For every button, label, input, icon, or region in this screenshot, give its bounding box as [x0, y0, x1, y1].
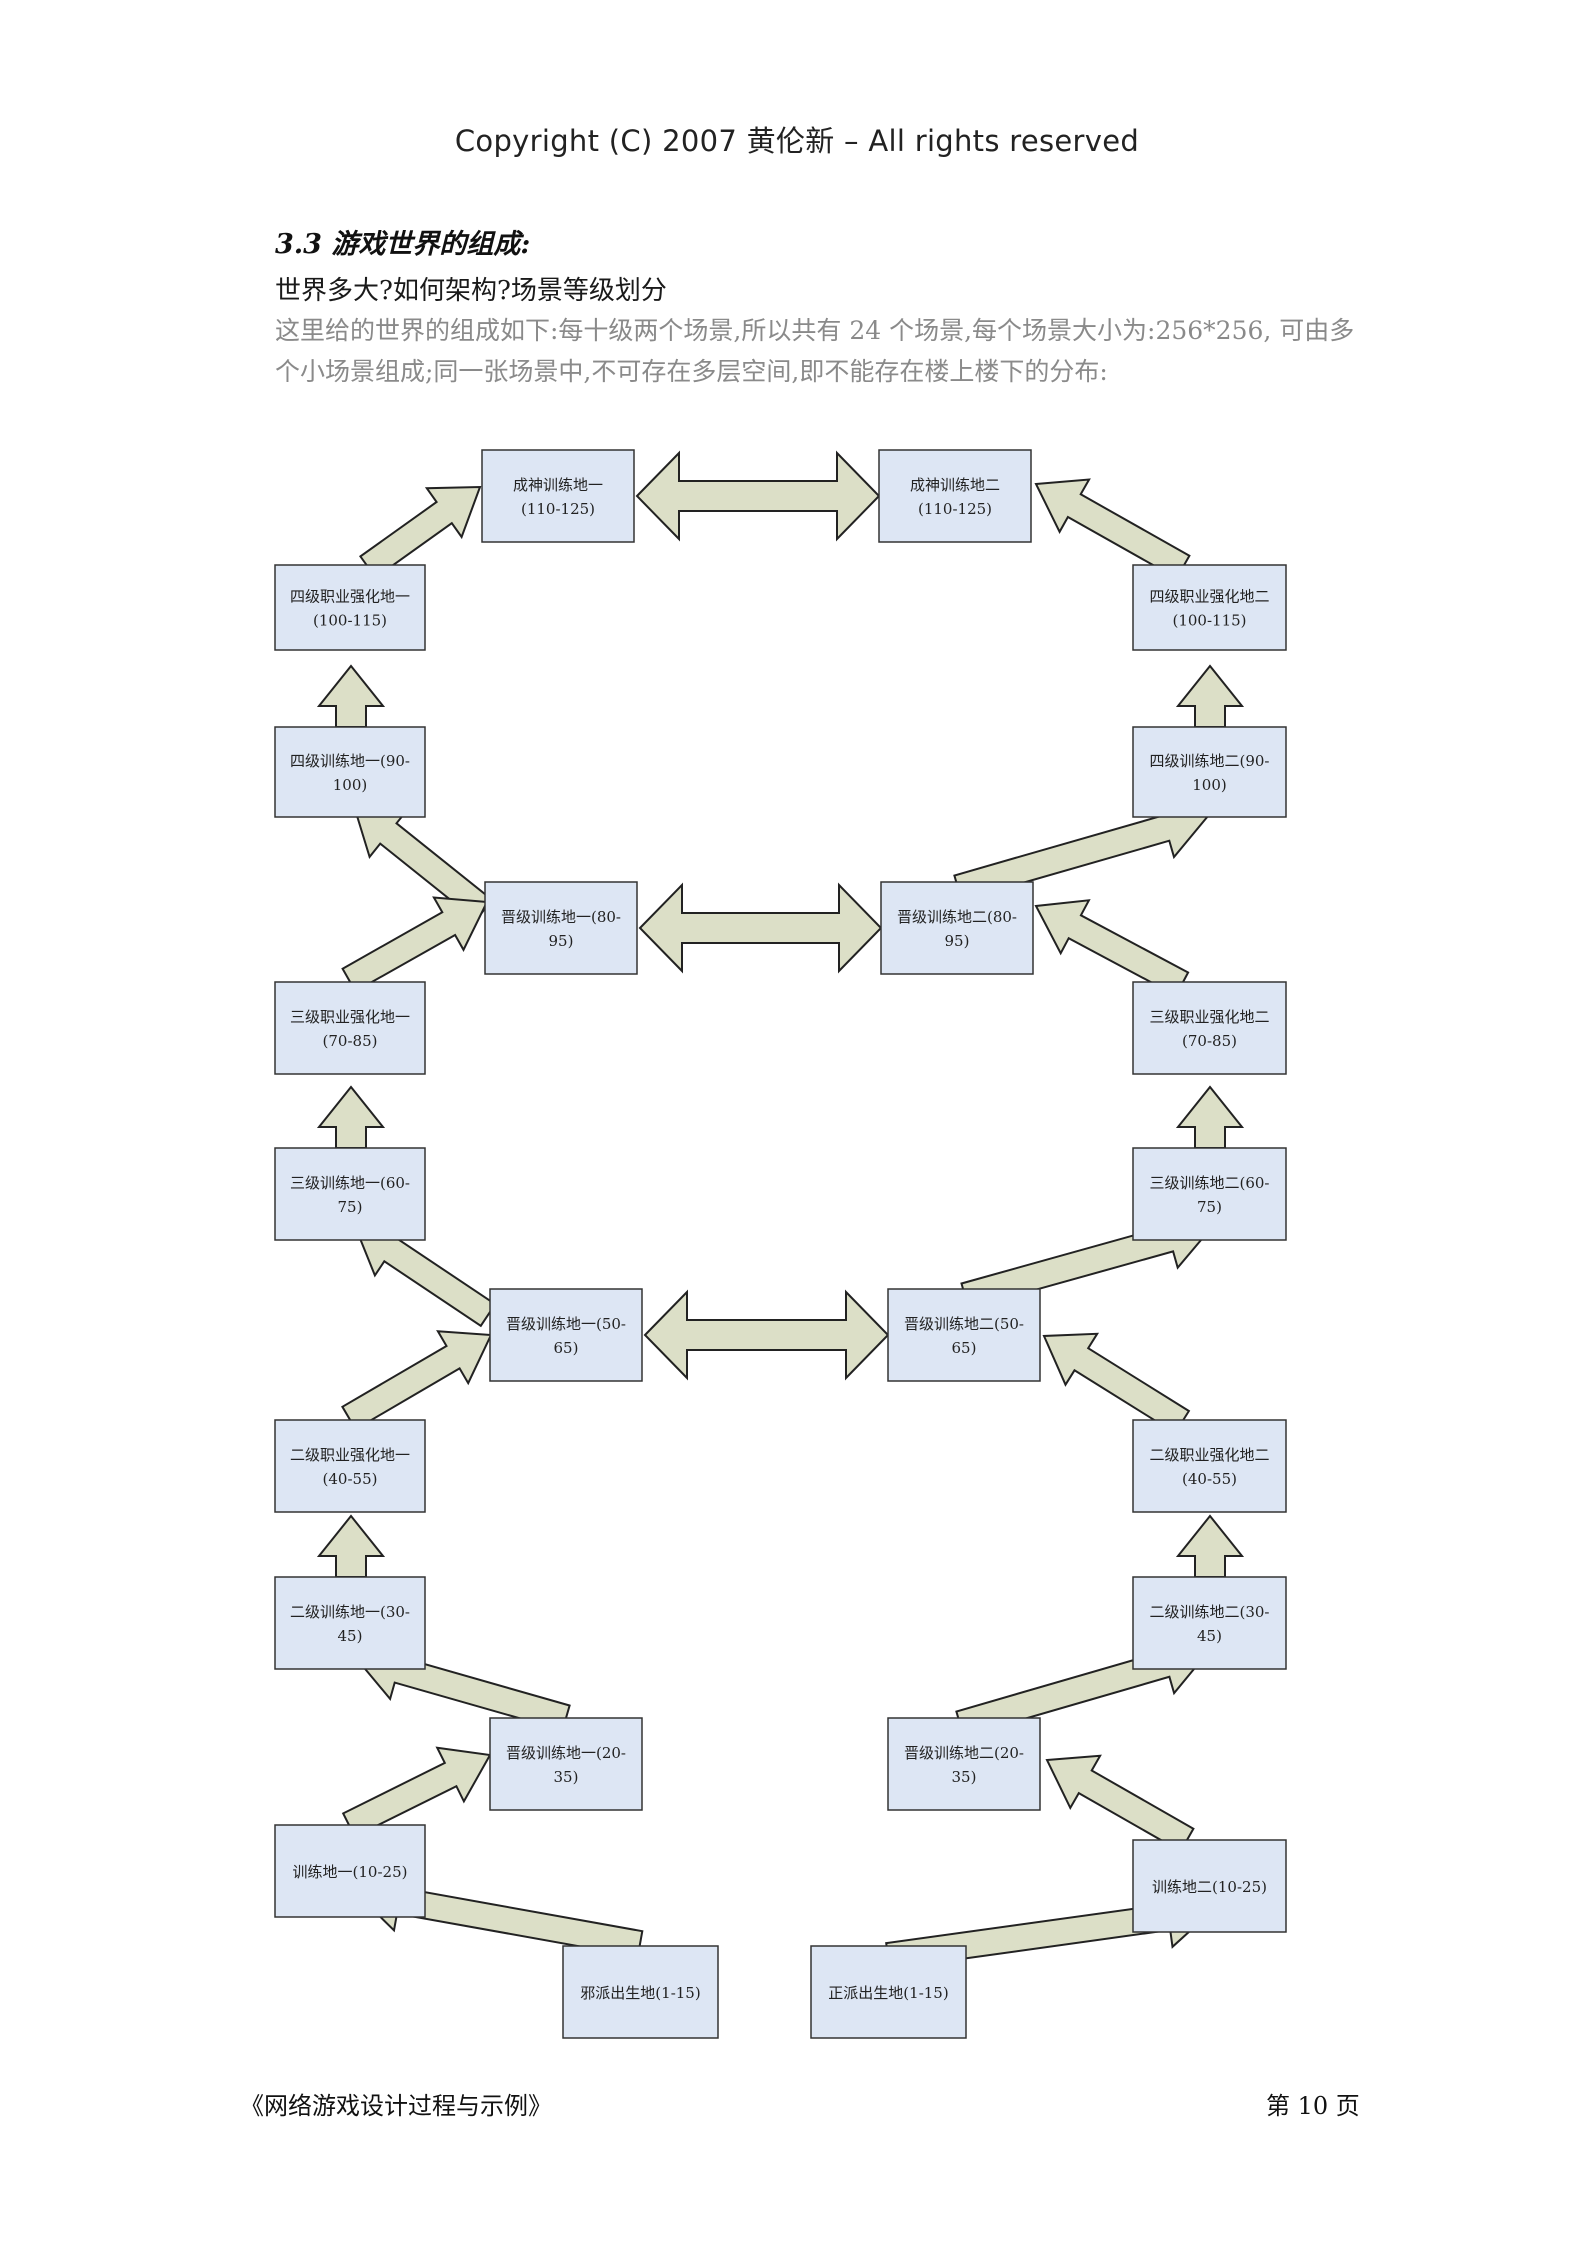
scene-box-label: 二级职业强化地一 — [290, 1446, 410, 1464]
scene-box-label: 四级职业强化地一 — [290, 588, 410, 606]
scene-box-sj3q2: 三级职业强化地二 (70-85) — [1132, 981, 1287, 1075]
scene-box-jj80b: 晋级训练地二(80- 95) — [880, 881, 1034, 975]
scene-box-xl1: 训练地一(10-25) — [274, 1824, 426, 1918]
arrow-ej2x2-to-ej2q2 — [1175, 1514, 1245, 1578]
scene-box-label: 晋级训练地一(50- — [506, 1315, 626, 1333]
scene-box-xp: 邪派出生地(1-15) — [562, 1945, 719, 2039]
section-title: 3.3 游戏世界的组成: — [275, 229, 531, 260]
scene-box-label: 三级职业强化地二 — [1149, 1008, 1269, 1026]
double-arrow-jj80a-jj80b — [638, 882, 883, 974]
scene-box-cs2: 成神训练地二 (110-125) — [878, 449, 1032, 543]
section-subtitle: 世界多大?如何架构?场景等级划分 — [275, 276, 667, 306]
double-arrow-cs1-cs2 — [635, 450, 881, 542]
scene-box-label: 正派出生地(1-15) — [828, 1984, 948, 2002]
scene-box-label: (110-125) — [521, 500, 595, 518]
double-arrow-jj50a-jj50b — [643, 1289, 890, 1381]
scene-box-zp: 正派出生地(1-15) — [810, 1945, 967, 2039]
arrow-sj3x1-to-sj3q1 — [316, 1085, 386, 1149]
scene-box-label: 三级训练地二(60- — [1149, 1174, 1269, 1192]
scene-box-label: 100) — [1192, 776, 1226, 794]
scene-box-label: 95) — [945, 932, 970, 950]
boxes-layer: 成神训练地一 (110-125) 成神训练地二 (110-125) 四级职业强化地一 (1… — [274, 449, 1287, 2039]
scene-box-ej2x2: 二级训练地二(30- 45) — [1132, 1576, 1287, 1670]
arrow-sj4x2-to-sj4q2 — [1175, 664, 1245, 728]
arrow-xl2-to-jj20b — [1045, 1754, 1195, 1853]
scene-box-ej2x1: 二级训练地一(30- 45) — [274, 1576, 426, 1670]
scene-box-sj3q1: 三级职业强化地一 (70-85) — [274, 981, 426, 1075]
scene-box-label: 成神训练地二 — [910, 476, 1000, 494]
scene-box-label: 晋级训练地二(50- — [904, 1315, 1024, 1333]
scene-box-sj4q2: 四级职业强化地二 (100-115) — [1132, 564, 1287, 651]
scene-box-label: 训练地二(10-25) — [1152, 1878, 1267, 1896]
arrow-ej2q1-to-jj50a — [341, 1330, 493, 1431]
scene-box-label: 成神训练地一 — [513, 476, 603, 494]
scene-box-ej2q1: 二级职业强化地一 (40-55) — [274, 1419, 426, 1513]
scene-box-sj4q1: 四级职业强化地一 (100-115) — [274, 564, 426, 651]
arrow-sj4x1-to-sj4q1 — [316, 664, 386, 728]
page-header: Copyright (C) 2007 黄伦新 – All rights rese… — [454, 124, 1140, 158]
scene-box-label: 四级职业强化地二 — [1149, 588, 1269, 606]
section-paragraph: 这里给的世界的组成如下:每十级两个场景,所以共有 24 个场景,每个场景大小为:… — [275, 316, 1355, 386]
arrows-layer — [316, 450, 1245, 1971]
scene-box-sj3x1: 三级训练地一(60- 75) — [274, 1147, 426, 1241]
scene-box-label: 邪派出生地(1-15) — [580, 1984, 700, 2002]
arrow-sj3x2-to-sj3q2 — [1175, 1085, 1245, 1149]
scene-box-jj50a: 晋级训练地一(50- 65) — [489, 1288, 643, 1382]
scene-box-label: 65) — [952, 1339, 977, 1357]
scene-box-label: (110-125) — [918, 500, 992, 518]
scene-box-sj4x2: 四级训练地二(90- 100) — [1132, 726, 1287, 818]
scene-box-label: 65) — [554, 1339, 579, 1357]
scene-box-label: 三级职业强化地一 — [290, 1008, 410, 1026]
arrow-ej2q2-to-jj50b — [1042, 1332, 1191, 1435]
scene-box-label: 75) — [1197, 1198, 1222, 1216]
scene-box-label: 35) — [554, 1768, 579, 1786]
scene-box-jj50b: 晋级训练地二(50- 65) — [887, 1288, 1041, 1382]
scene-box-label: 四级训练地一(90- — [290, 752, 410, 770]
scene-box-label: 训练地一(10-25) — [293, 1863, 408, 1881]
scene-box-label: 二级训练地一(30- — [290, 1603, 410, 1621]
arrow-xl1-to-jj20a — [341, 1746, 492, 1838]
scene-box-label: 四级训练地二(90- — [1149, 752, 1269, 770]
scene-box-xl2: 训练地二(10-25) — [1132, 1839, 1287, 1933]
arrow-sj4q1-to-cs1 — [359, 485, 482, 579]
scene-box-label: 晋级训练地一(80- — [501, 908, 621, 926]
scene-box-jj80a: 晋级训练地一(80- 95) — [484, 881, 638, 975]
scene-box-sj4x1: 四级训练地一(90- 100) — [274, 726, 426, 818]
scene-box-label: 45) — [1197, 1627, 1222, 1645]
scene-box-label: 晋级训练地二(80- — [897, 908, 1017, 926]
scene-box-ej2q2: 二级职业强化地二 (40-55) — [1132, 1419, 1287, 1513]
scene-box-label: 75) — [338, 1198, 363, 1216]
arrow-ej2x1-to-ej2q1 — [316, 1514, 386, 1578]
scene-box-label: (100-115) — [313, 612, 387, 630]
arrow-sj4q2-to-cs2 — [1034, 478, 1191, 580]
scene-box-label: (40-55) — [1182, 1470, 1237, 1488]
scene-box-jj20b: 晋级训练地二(20- 35) — [887, 1717, 1041, 1811]
scene-box-label: (40-55) — [323, 1470, 378, 1488]
scene-box-label: 三级训练地一(60- — [290, 1174, 410, 1192]
arrow-sj3q2-to-jj80b — [1034, 899, 1190, 997]
scene-box-label: (100-115) — [1172, 612, 1246, 630]
scene-box-label: 35) — [952, 1768, 977, 1786]
arrow-sj3q1-to-jj80a — [341, 896, 489, 993]
scene-box-label: 95) — [549, 932, 574, 950]
scene-box-label: 45) — [338, 1627, 363, 1645]
scene-box-label: 晋级训练地二(20- — [904, 1744, 1024, 1762]
footer-page-number: 第 10 页 — [1266, 2092, 1360, 2120]
scene-box-label: (70-85) — [1182, 1032, 1237, 1050]
scene-box-jj20a: 晋级训练地一(20- 35) — [489, 1717, 643, 1811]
scene-box-label: 二级训练地二(30- — [1149, 1603, 1269, 1621]
scene-box-cs1: 成神训练地一 (110-125) — [481, 449, 635, 543]
scene-box-label: 晋级训练地一(20- — [506, 1744, 626, 1762]
scene-box-label: 二级职业强化地二 — [1149, 1446, 1269, 1464]
scene-box-label: (70-85) — [323, 1032, 378, 1050]
scene-box-sj3x2: 三级训练地二(60- 75) — [1132, 1147, 1287, 1241]
footer-book-title: 《网络游戏设计过程与示例》 — [240, 2092, 552, 2120]
scene-box-label: 100) — [333, 776, 367, 794]
